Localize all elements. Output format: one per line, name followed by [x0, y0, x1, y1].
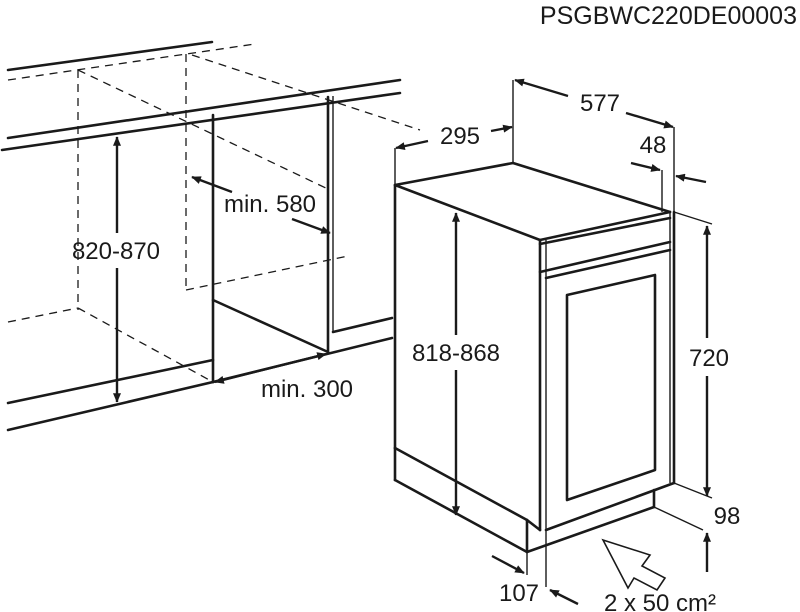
niche-width-label: min. 300 — [261, 376, 353, 403]
appliance-height-range-dimension: 818-868 — [412, 212, 500, 516]
niche-depth-dimension: min. 580 — [191, 175, 331, 235]
appliance-width-label: 295 — [440, 123, 480, 150]
niche-height-label: 820-870 — [72, 238, 160, 265]
document-code: PSGBWC220DE00003 — [540, 2, 797, 30]
kitchen-niche — [0, 40, 421, 432]
appliance-width-dimension: 295 — [395, 123, 513, 151]
appliance-body-height-dimension: 720 — [689, 225, 729, 497]
appliance-depth-dimension: 577 — [514, 78, 674, 129]
plinth-height-dimension: 98 — [703, 503, 741, 572]
appliance-depth-label: 577 — [580, 90, 620, 117]
appliance-body — [393, 161, 676, 554]
plinth-depth-label: 107 — [499, 580, 539, 607]
ventilation-arrow-icon — [601, 538, 667, 592]
niche-depth-label: min. 580 — [224, 191, 316, 218]
door-offset-label: 48 — [640, 132, 667, 159]
ventilation-area-label: 2 x 50 cm² — [604, 590, 716, 612]
appliance-height-range-label: 818-868 — [412, 340, 500, 367]
door-offset-dimension: 48 — [630, 132, 707, 184]
plinth-depth-dimension: 107 — [491, 554, 579, 607]
plinth-height-label: 98 — [714, 503, 741, 530]
appliance-body-height-label: 720 — [689, 345, 729, 372]
niche-height-dimension: 820-870 — [72, 136, 160, 403]
niche-width-dimension: min. 300 — [214, 352, 353, 403]
